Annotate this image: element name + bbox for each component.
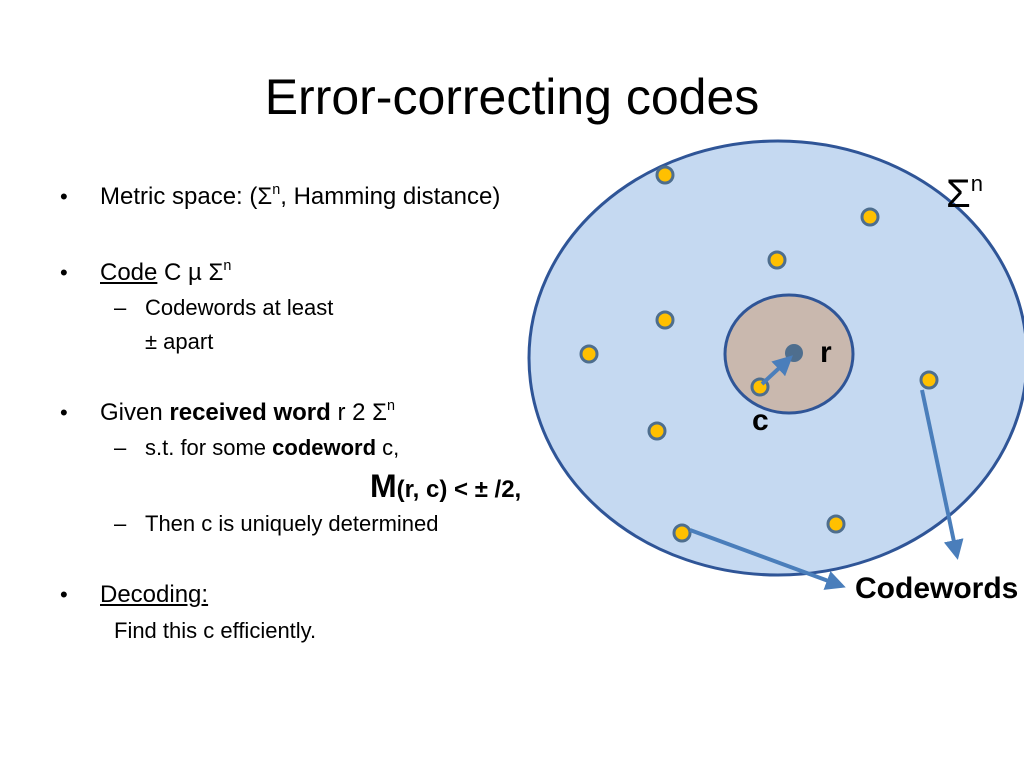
- codewords-caption: Codewords: [855, 572, 1019, 605]
- decoding-desc: Find this c efficiently.: [114, 618, 317, 643]
- sigma-n-label: Σn: [946, 171, 983, 216]
- distance-formula: M(r, c) < ± /2,: [370, 468, 522, 504]
- sub-st: s.t. for some codeword c,: [145, 435, 400, 460]
- codeword-c-label: c: [752, 404, 769, 437]
- bullet-given: Given received word r 2 Σn: [100, 397, 395, 426]
- sub-codewords-apart-cont: ± apart: [145, 329, 214, 354]
- sub-dash: –: [114, 511, 127, 536]
- received-word-label: r: [820, 336, 832, 369]
- codeword-point: [579, 344, 599, 364]
- bullet-metric-space: Metric space: (Σn, Hamming distance): [100, 181, 501, 210]
- codeword-point: [919, 370, 939, 390]
- codeword-point: [655, 310, 675, 330]
- sub-uniquely-determined: Then c is uniquely determined: [145, 511, 439, 536]
- sub-codewords-apart: Codewords at least: [145, 295, 334, 320]
- codeword-arrow-left: [689, 528, 846, 590]
- codeword-point: [826, 514, 846, 534]
- codeword-point: [655, 165, 675, 185]
- bullet-decoding: Decoding:: [100, 581, 209, 608]
- sub-dash: –: [114, 435, 127, 460]
- bullet-list: • Metric space: (Σn, Hamming distance) •…: [60, 181, 522, 643]
- bullet-dot: •: [60, 582, 68, 607]
- sub-dash: –: [114, 295, 127, 320]
- bullet-dot: •: [60, 184, 68, 209]
- bullet-dot: •: [60, 260, 68, 285]
- codeword-point: [860, 207, 880, 227]
- codeword-point: [672, 523, 692, 543]
- codeword-arrow-right: [920, 389, 964, 560]
- bullet-dot: •: [60, 400, 68, 425]
- codeword-point: [767, 250, 787, 270]
- slide-title: Error-correcting codes: [264, 69, 760, 125]
- bullet-code: Code C µ Σn: [100, 257, 232, 286]
- c-to-r-arrow: [760, 355, 793, 386]
- codeword-point: [647, 421, 667, 441]
